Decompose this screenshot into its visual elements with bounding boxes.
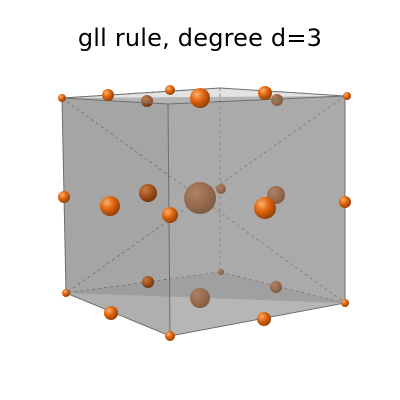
quadrature-point xyxy=(343,92,351,100)
quadrature-point xyxy=(62,289,70,297)
quadrature-point xyxy=(339,196,351,208)
quadrature-point xyxy=(58,94,66,102)
quadrature-point xyxy=(270,281,282,293)
quadrature-point xyxy=(162,207,178,223)
quadrature-point xyxy=(257,312,271,326)
quadrature-point xyxy=(184,182,216,214)
quadrature-point xyxy=(141,95,153,107)
quadrature-point xyxy=(165,85,175,95)
quadrature-point xyxy=(100,196,120,216)
quadrature-point xyxy=(165,331,175,341)
quadrature-point xyxy=(58,191,70,203)
quadrature-point xyxy=(142,276,154,288)
quadrature-point xyxy=(104,306,118,320)
quadrature-point xyxy=(258,86,272,100)
quadrature-point xyxy=(190,288,210,308)
quadrature-point xyxy=(139,184,157,202)
quadrature-point xyxy=(216,184,226,194)
quadrature-point xyxy=(190,88,210,108)
figure-title: gll rule, degree d=3 xyxy=(77,24,323,52)
quadrature-point xyxy=(218,269,224,275)
quadrature-point xyxy=(341,299,349,307)
quadrature-point xyxy=(271,94,283,106)
cube-face-front xyxy=(168,96,345,336)
quadrature-points-back xyxy=(139,94,285,308)
quadrature-point xyxy=(254,197,276,219)
quadrature-points-front xyxy=(58,85,351,341)
quadrature-point xyxy=(102,89,114,101)
